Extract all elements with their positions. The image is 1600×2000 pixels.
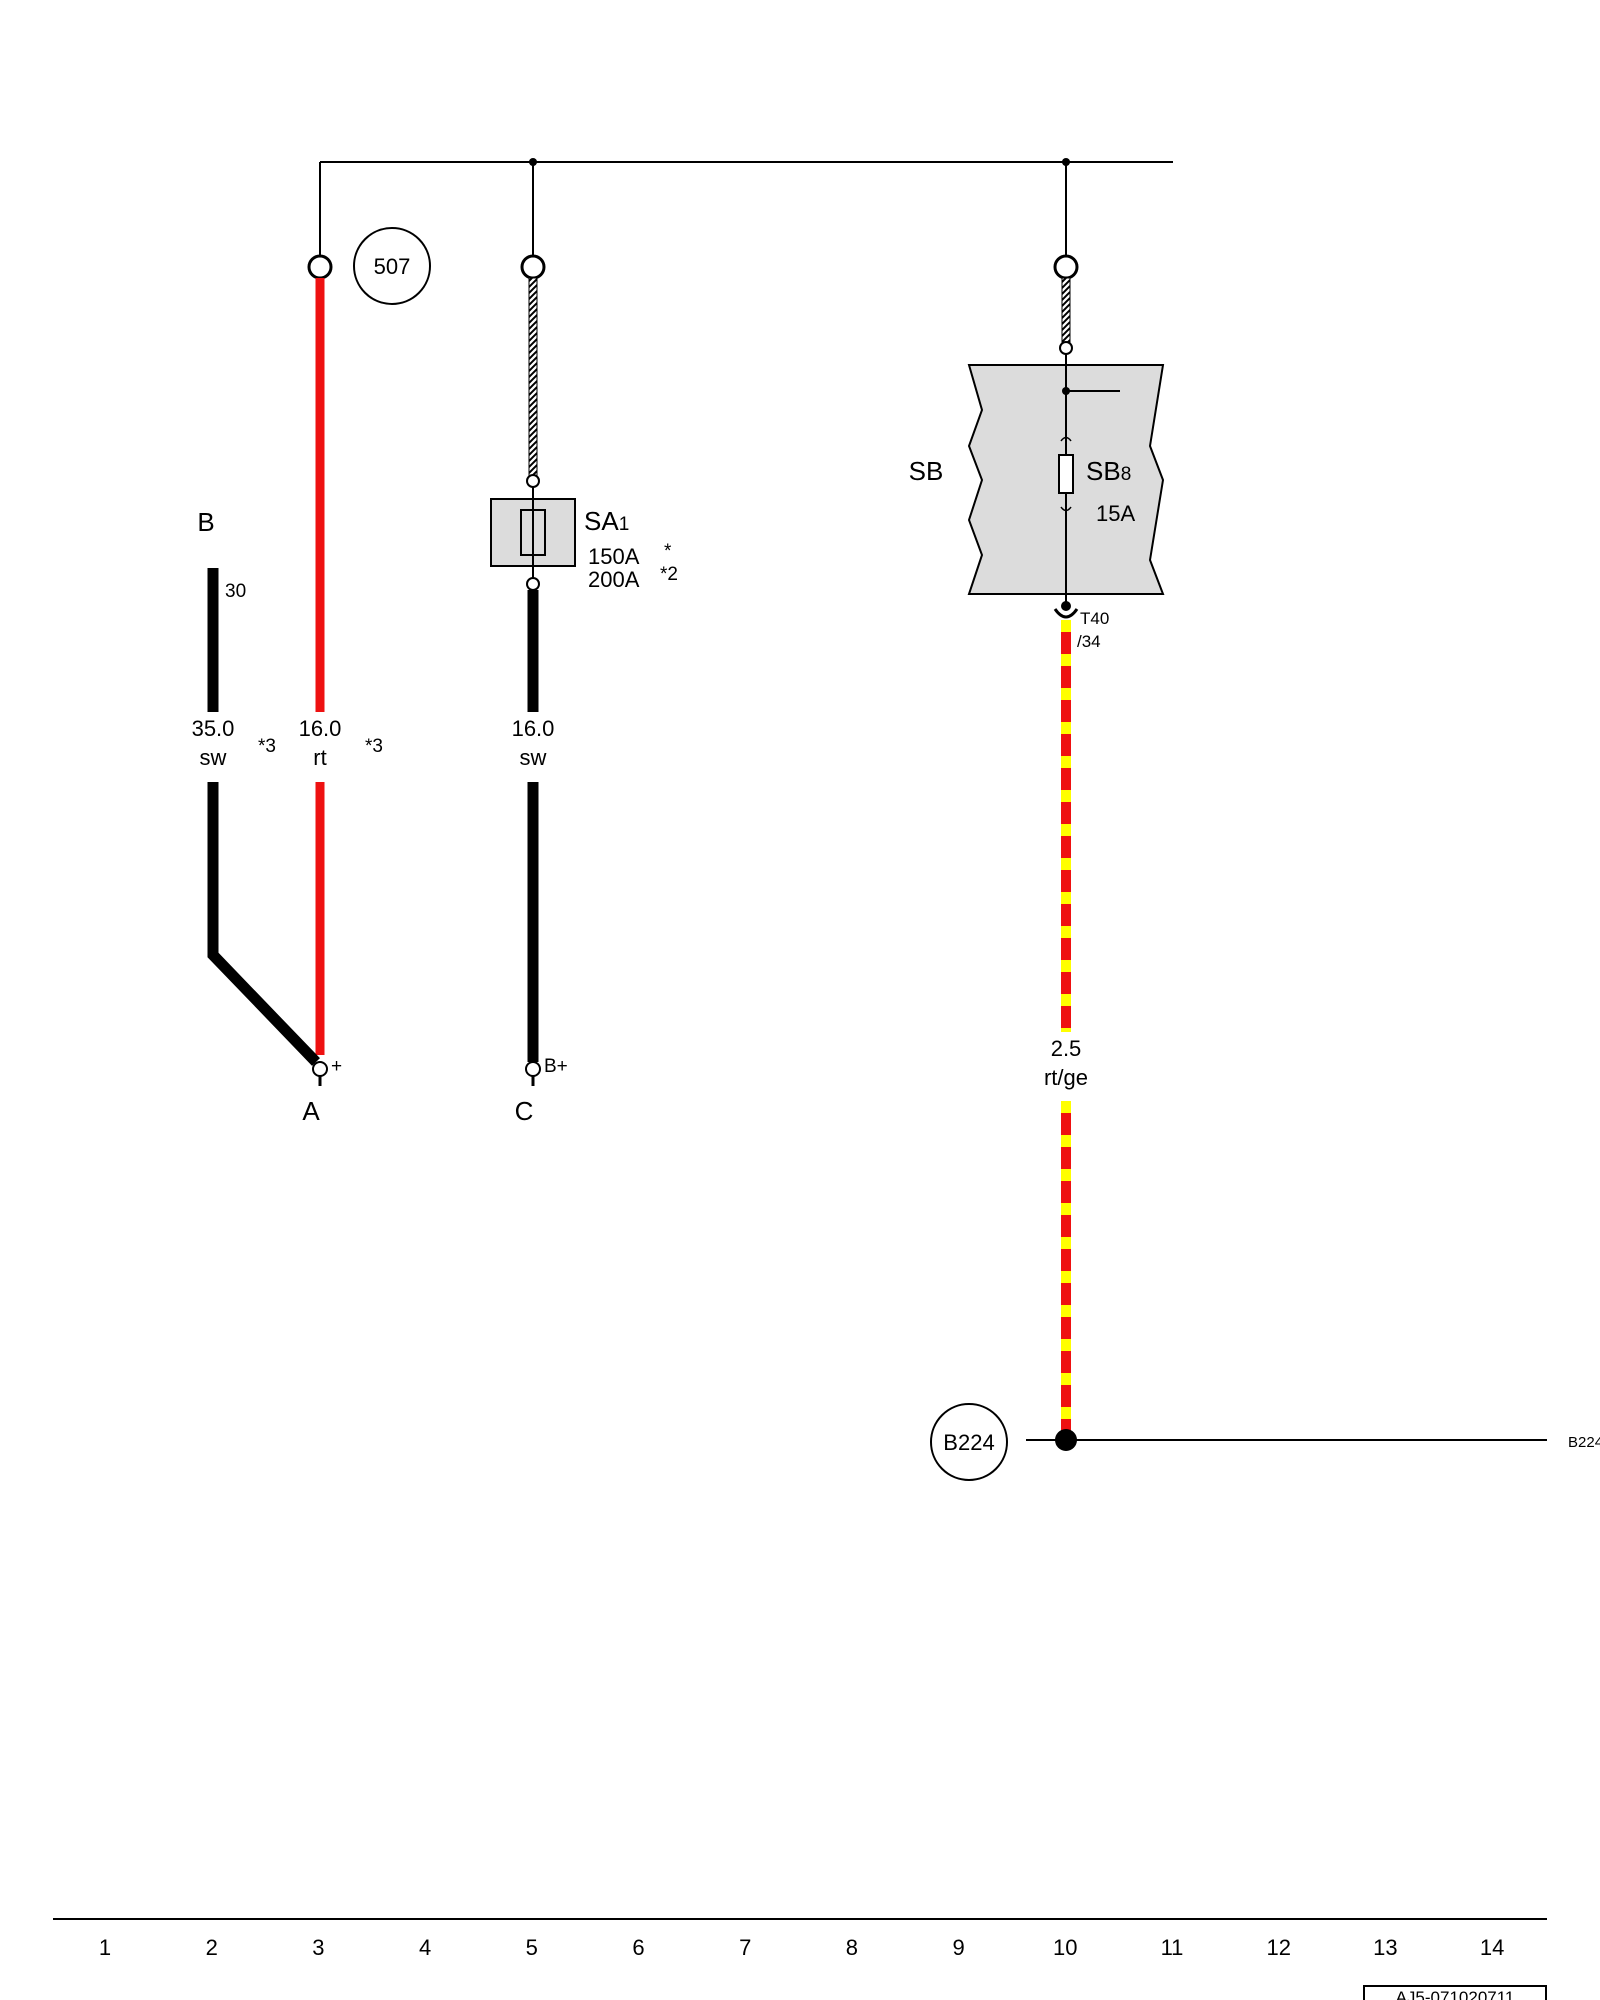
twisted-wire-col5 xyxy=(528,277,538,477)
twisted-wire-col10 xyxy=(1061,277,1071,344)
wire-color-label: sw xyxy=(200,745,227,770)
junction-b224 xyxy=(1026,1429,1547,1451)
wire-color-label: rt/ge xyxy=(1044,1065,1088,1090)
fuse-note-1: * xyxy=(664,541,672,562)
grid-number: 6 xyxy=(632,1935,644,1960)
wire-gauge-label: 35.0 xyxy=(192,716,235,741)
wire-color-label: sw xyxy=(520,745,547,770)
grid-number: 4 xyxy=(419,1935,431,1960)
terminal-c-label: C xyxy=(515,1096,534,1126)
grid-number: 10 xyxy=(1053,1935,1077,1960)
grid-number: 11 xyxy=(1161,1935,1184,1960)
connector-t40 xyxy=(1053,601,1079,619)
wire-gauge-label: 2.5 xyxy=(1051,1036,1082,1061)
grid-number: 9 xyxy=(952,1935,964,1960)
fuse-note-2: *2 xyxy=(660,564,678,585)
grid-number: 1 xyxy=(99,1935,111,1960)
fuse-rating-1: 150A xyxy=(588,544,640,569)
bus-line-top xyxy=(319,158,1173,258)
terminal-col10 xyxy=(1053,254,1079,280)
terminal-col3 xyxy=(307,254,333,280)
fuse-sa1-label: SA1 xyxy=(584,506,629,536)
grid-number: 14 xyxy=(1480,1935,1504,1960)
reference-circle-b224: B224 xyxy=(930,1403,1008,1481)
grid-number: 3 xyxy=(312,1935,324,1960)
svg-text:507: 507 xyxy=(374,254,411,279)
wire-note-label: *3 xyxy=(365,736,383,757)
fuse-rating-2: 200A xyxy=(588,567,640,592)
wire-color-label: rt xyxy=(313,745,326,770)
fuse-box-sb xyxy=(967,354,1165,604)
wire-black-35 xyxy=(207,568,320,1066)
connector-t40-pin: /34 xyxy=(1077,632,1101,651)
grid-number: 8 xyxy=(846,1935,858,1960)
fuse-box-sb-label: SB xyxy=(909,456,944,486)
fuse-sb8-label: SB8 xyxy=(1086,456,1131,486)
fuse-sb8-rating: 15A xyxy=(1096,501,1135,526)
wire-gauge-label: 16.0 xyxy=(299,716,342,741)
terminal-c-pin: B+ xyxy=(544,1056,568,1077)
component-b-label: B xyxy=(197,507,214,537)
svg-text:AJ5-071020711: AJ5-071020711 xyxy=(1396,1988,1515,2000)
right-edge-ref-label: B224 xyxy=(1568,1434,1600,1451)
document-id-box: AJ5-071020711 xyxy=(1363,1985,1547,2000)
terminal-a xyxy=(312,1061,328,1086)
terminal-a-label: A xyxy=(302,1096,320,1126)
grid-number: 2 xyxy=(206,1935,218,1960)
terminal-c xyxy=(525,1061,541,1086)
svg-text:B224: B224 xyxy=(943,1430,994,1455)
pin-30-label: 30 xyxy=(225,581,246,602)
terminal-col5 xyxy=(520,254,546,280)
grid-number: 12 xyxy=(1266,1935,1290,1960)
wire-gauge-label: 16.0 xyxy=(512,716,555,741)
terminal-a-pin: + xyxy=(331,1056,342,1077)
grid-number: 5 xyxy=(526,1935,538,1960)
fuse-sa1 xyxy=(490,487,576,578)
grid-number: 7 xyxy=(739,1935,751,1960)
reference-circle-507: 507 xyxy=(353,227,431,305)
wire-note-label: *3 xyxy=(258,736,276,757)
grid-number: 13 xyxy=(1373,1935,1397,1960)
connector-t40-label: T40 xyxy=(1080,609,1109,628)
